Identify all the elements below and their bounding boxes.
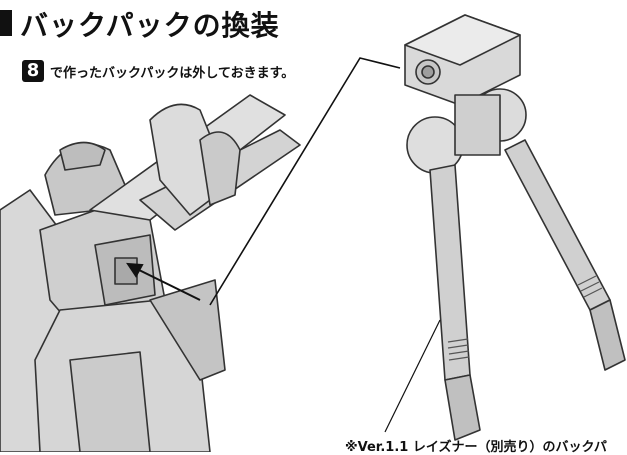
- page-title: バックパックの換装: [20, 9, 280, 42]
- step-number-badge: 8: [22, 60, 44, 82]
- leader-line: [209, 57, 401, 306]
- title-accent-bar: [0, 10, 12, 36]
- attach-arrow: [126, 262, 201, 301]
- step-instruction: 8 で作ったバックパックは外しておきます。: [22, 60, 294, 82]
- note-leader-line: [384, 319, 441, 433]
- robot-figure: [0, 94, 301, 452]
- step-text: で作ったバックパックは外しておきます。: [50, 65, 295, 81]
- backpack-part: [404, 14, 626, 441]
- footnote: ※Ver.1.1 レイズナー（別売り）のバックパ: [345, 440, 607, 455]
